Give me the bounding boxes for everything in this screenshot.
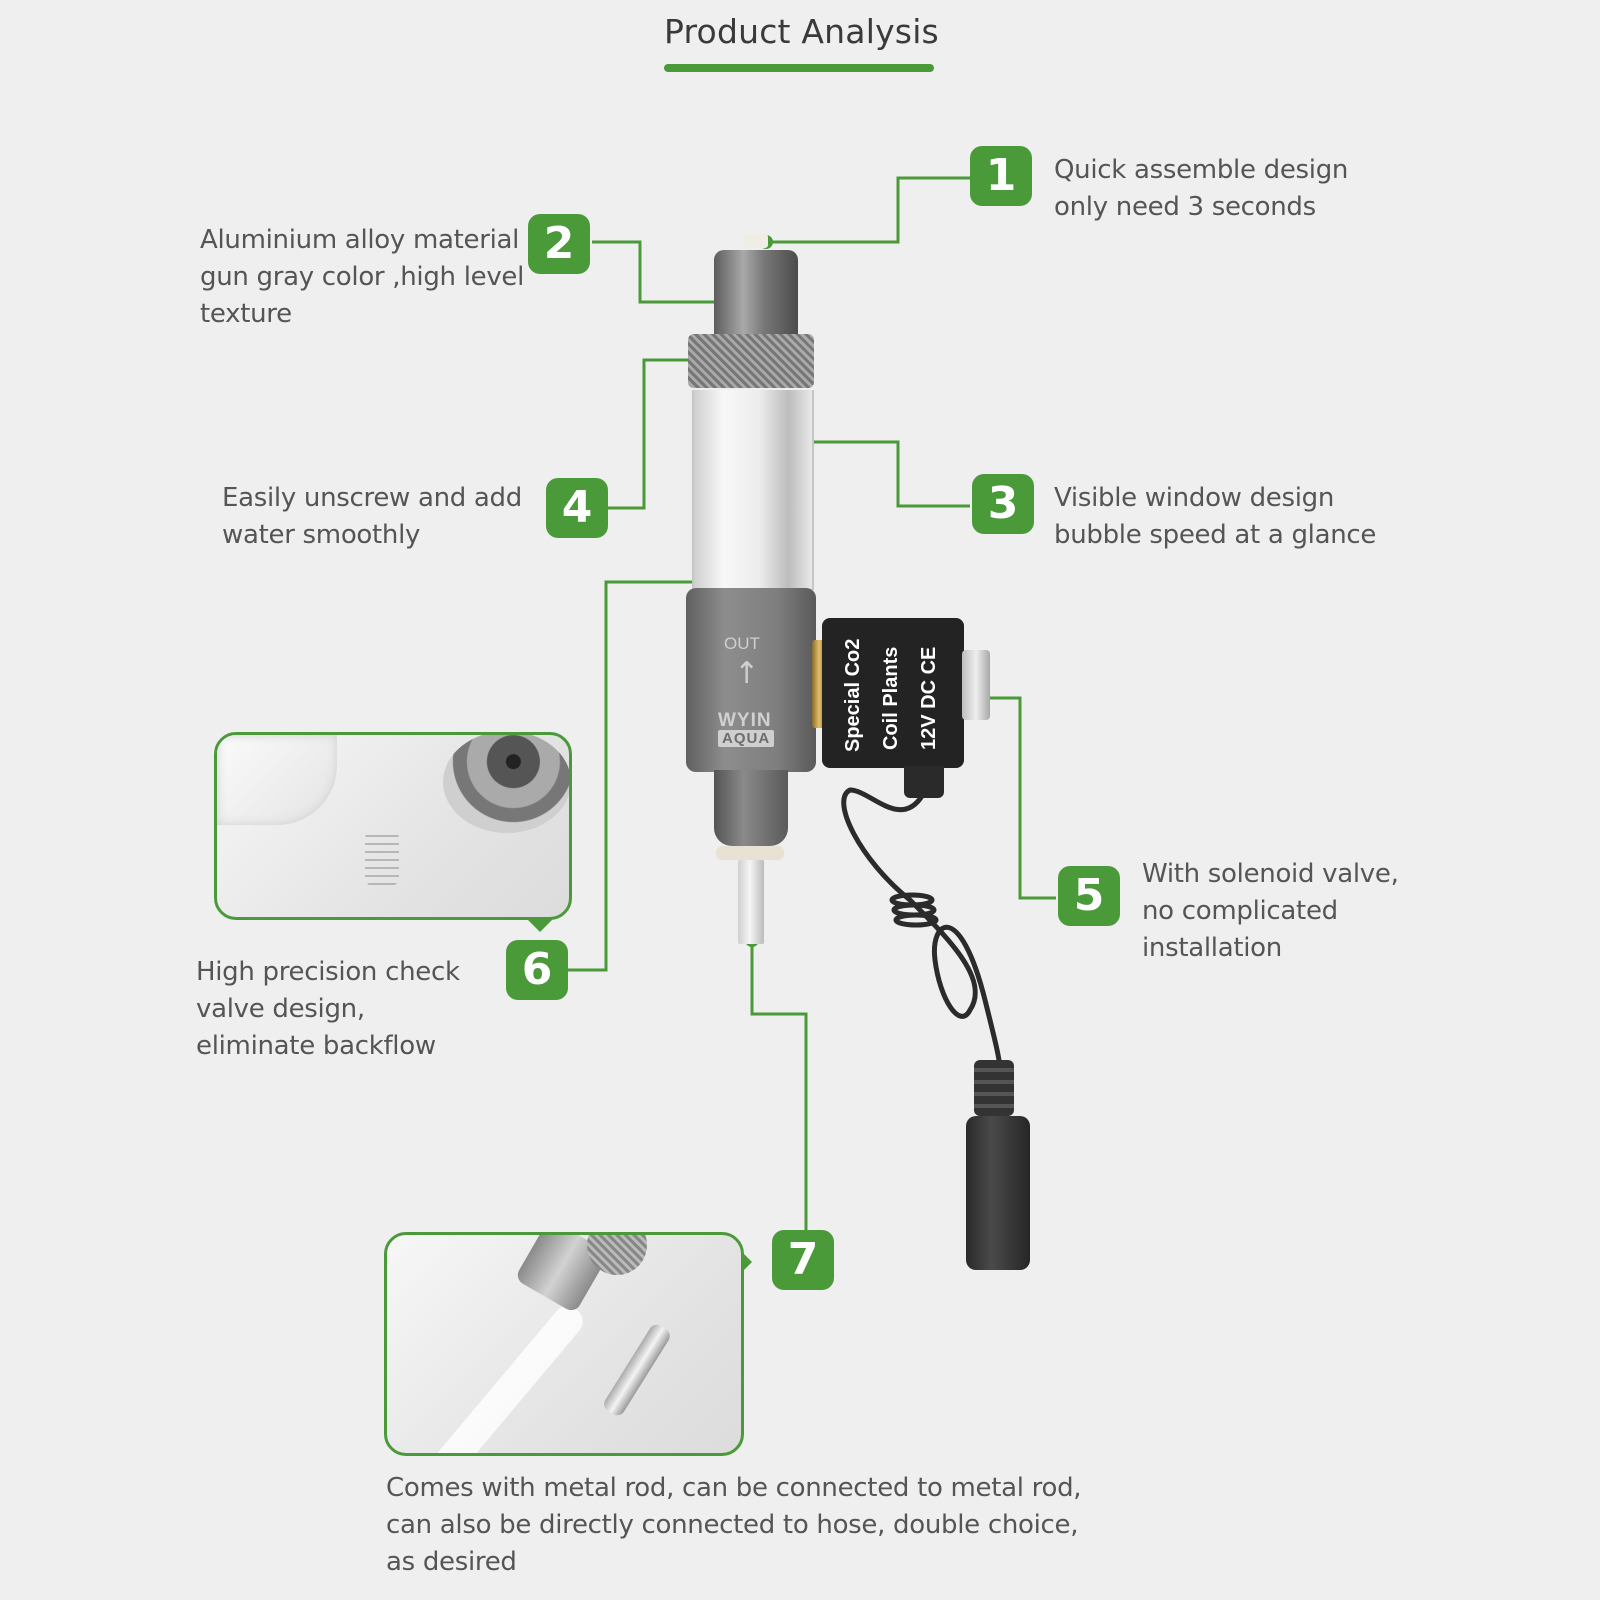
lower-stem — [714, 770, 788, 846]
callout-text-7: Comes with metal rod, can be connected t… — [386, 1473, 1082, 1577]
title-underline — [664, 64, 934, 72]
callout-text-3: Visible window design bubble speed at a … — [1054, 483, 1377, 550]
outlet-rod — [738, 860, 764, 944]
knurled-ring — [688, 334, 814, 388]
metal-cap — [443, 735, 569, 833]
callout-badge-1: 1 — [970, 146, 1032, 206]
callout-text-2: Aluminium alloy material gun gray color … — [200, 225, 525, 329]
page-title: Product Analysis — [664, 12, 939, 51]
glass-window — [692, 390, 814, 590]
top-fitting — [744, 234, 768, 248]
solenoid-coil — [822, 618, 964, 768]
hose — [417, 1300, 589, 1453]
lower-washer — [716, 846, 784, 860]
callout-badge-5: 5 — [1058, 866, 1120, 926]
body-label-out: OUT — [724, 634, 760, 653]
check-valve-closeup-image — [214, 732, 572, 920]
dc-plug — [966, 1116, 1030, 1270]
callout-badge-7: 7 — [772, 1230, 834, 1290]
arrow-up-icon: ↑ — [734, 656, 760, 691]
spring — [365, 829, 399, 887]
callout-badge-3: 3 — [972, 474, 1034, 534]
dc-plug-collar — [974, 1060, 1014, 1116]
solenoid-nut — [962, 650, 990, 720]
callout-badge-6: 6 — [506, 940, 568, 1000]
brand-logo-wyin: WYIN — [718, 710, 772, 731]
brand-logo-aqua: AQUA — [718, 730, 775, 747]
callout-badge-4: 4 — [546, 478, 608, 538]
callout-text-6: High precision check valve design, elimi… — [196, 957, 460, 1061]
callout-text-1: Quick assemble design only need 3 second… — [1054, 155, 1349, 222]
callout-text-4: Easily unscrew and add water smoothly — [222, 483, 522, 550]
top-cap — [714, 250, 798, 338]
metal-rod-closeup-image — [384, 1232, 744, 1456]
callout-badge-2: 2 — [528, 214, 590, 274]
callout-text-5: With solenoid valve, no complicated inst… — [1142, 859, 1399, 963]
glass-tube-thread — [217, 735, 337, 825]
cable-grommet — [904, 766, 944, 798]
metal-rod — [601, 1321, 673, 1419]
